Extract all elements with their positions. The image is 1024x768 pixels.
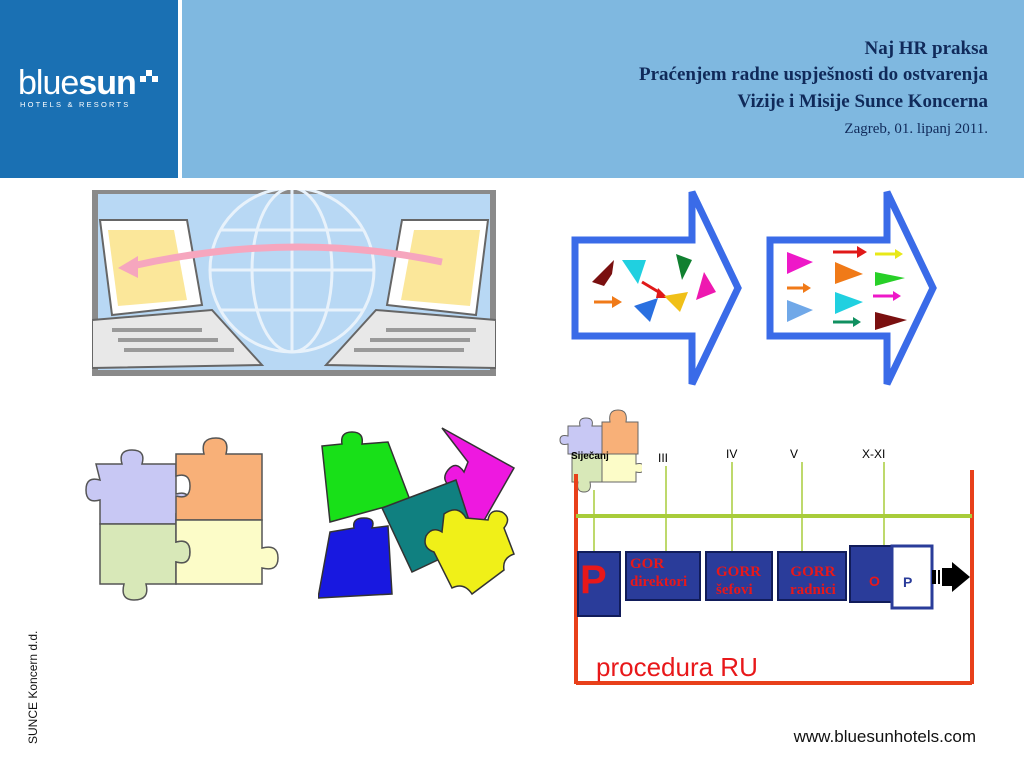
- aligned-arrows-illustration: [765, 188, 941, 388]
- gorr-radnici-text: GORR radnici: [790, 563, 836, 599]
- company-side-label: SUNCE Koncern d.d.: [26, 631, 40, 744]
- logo: bluesun: [18, 64, 136, 103]
- header-line-1: Naj HR praksa: [864, 36, 988, 62]
- timeline-mark-v: V: [790, 447, 798, 461]
- logo-subtitle: HOTELS & RESORTS: [20, 100, 131, 109]
- header-logo-panel: bluesun HOTELS & RESORTS: [0, 0, 178, 178]
- timeline-start-label: Siječanj: [571, 451, 609, 462]
- header-date: Zagreb, 01. lipanj 2011.: [844, 116, 988, 142]
- logo-squares-icon: [140, 70, 158, 88]
- gorr-radnici-line-2: radnici: [790, 581, 836, 599]
- header-title-panel: Naj HR praksa Praćenjem radne uspješnost…: [182, 0, 1024, 178]
- timeline-mark-x-xi: X-XI: [862, 447, 885, 461]
- computers-globe-illustration: [92, 190, 496, 376]
- bright-puzzle-illustration: [318, 424, 518, 604]
- scattered-arrows-illustration: [570, 188, 746, 388]
- header-line-3: Vizije i Misije Sunce Koncerna: [738, 89, 988, 115]
- pastel-puzzle-illustration: [66, 424, 290, 608]
- gor-box-text: GOR direktori: [630, 555, 687, 591]
- timeline-mark-iii: III: [658, 451, 668, 465]
- logo-main-text: blue: [18, 64, 78, 102]
- procedure-label: procedura RU: [596, 652, 758, 683]
- gorr-sefovi-text: GORR šefovi: [716, 563, 761, 599]
- gorr-sefovi-line-1: GORR: [716, 563, 761, 581]
- timeline-mark-iv: IV: [726, 447, 737, 461]
- gorr-sefovi-line-2: šefovi: [716, 581, 761, 599]
- header-line-2: Praćenjem radne uspješnosti do ostvarenj…: [639, 62, 988, 88]
- logo-bold-text: sun: [78, 64, 135, 102]
- o-label: O: [869, 573, 880, 589]
- p-small-label: P: [903, 574, 912, 590]
- gor-line-2: direktori: [630, 573, 687, 591]
- footer-website-link[interactable]: www.bluesunhotels.com: [794, 727, 976, 747]
- p-big-label: P: [580, 558, 607, 603]
- exit-arrow-icon: [932, 562, 970, 592]
- gor-line-1: GOR: [630, 555, 687, 573]
- gorr-radnici-line-1: GORR: [790, 563, 836, 581]
